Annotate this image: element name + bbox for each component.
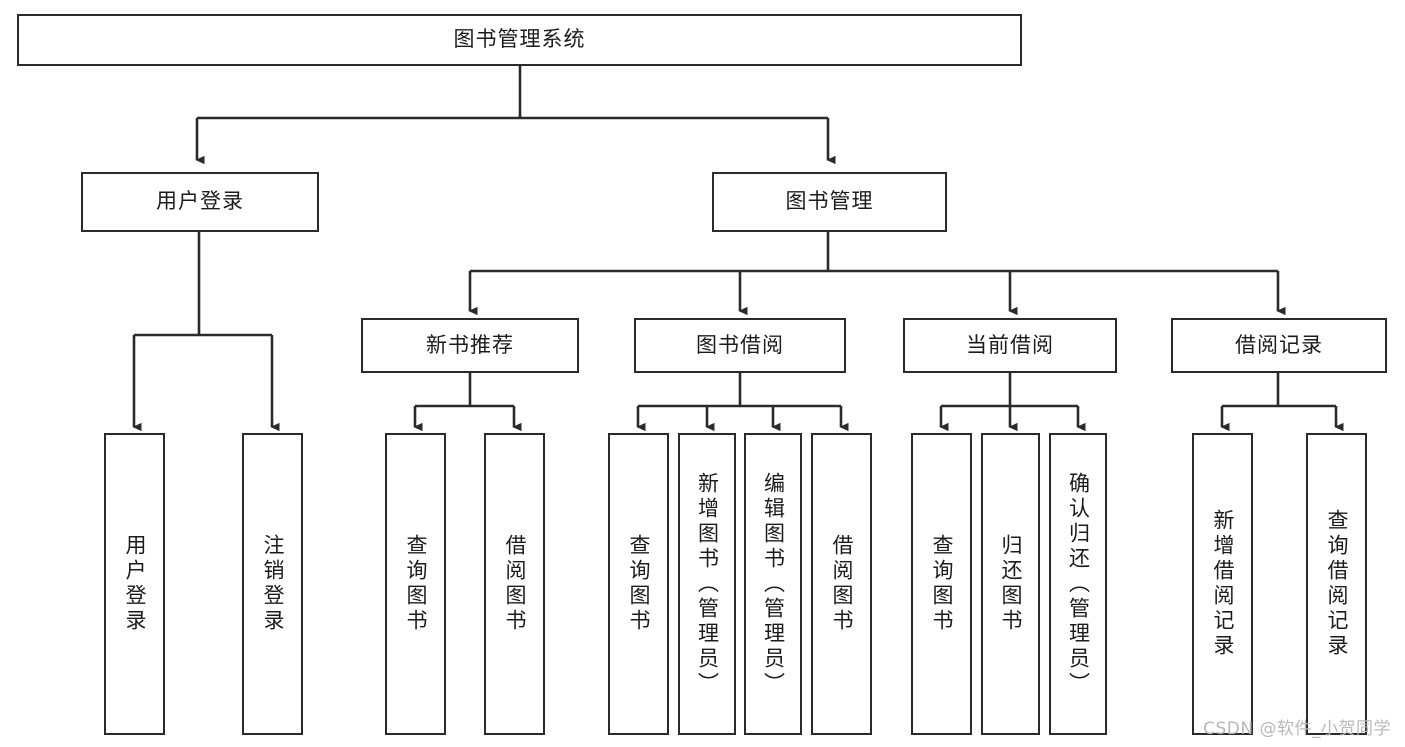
leaf-borrow-edit-book-admin[interactable]: 编辑图书（管理员）: [744, 433, 802, 735]
node-label: 图书管理: [785, 189, 874, 214]
node-label: 新增图书（管理员）: [695, 471, 720, 697]
leaf-record-query-record[interactable]: 查询借阅记录: [1306, 433, 1367, 735]
node-label: 查询借阅记录: [1325, 509, 1349, 659]
node-label: 查询图书: [404, 534, 428, 634]
node-label: 新增借阅记录: [1211, 509, 1235, 659]
leaf-current-confirm-return-admin[interactable]: 确认归还（管理员）: [1049, 433, 1107, 735]
node-label: 图书借阅: [696, 332, 784, 357]
node-label: 用户登录: [156, 189, 244, 214]
node-current-borrow[interactable]: 当前借阅: [903, 318, 1117, 373]
node-user-login[interactable]: 用户登录: [81, 172, 319, 232]
node-root-system[interactable]: 图书管理系统: [17, 14, 1022, 66]
leaf-borrow-query-book[interactable]: 查询图书: [608, 433, 669, 735]
node-borrow-record[interactable]: 借阅记录: [1171, 318, 1387, 373]
node-label: 借阅图书: [830, 534, 854, 634]
node-label: 查询图书: [627, 534, 651, 634]
node-label: 查询图书: [930, 534, 954, 634]
leaf-user-login[interactable]: 用户登录: [104, 433, 165, 735]
leaf-current-return-book[interactable]: 归还图书: [981, 433, 1040, 735]
node-label: 借阅图书: [503, 534, 527, 634]
node-label: 图书管理系统: [453, 27, 586, 52]
node-label: 归还图书: [999, 534, 1023, 634]
leaf-borrow-borrow-book[interactable]: 借阅图书: [811, 433, 872, 735]
node-book-borrow[interactable]: 图书借阅: [634, 318, 846, 373]
node-label: 注销登录: [261, 534, 285, 634]
leaf-borrow-add-book-admin[interactable]: 新增图书（管理员）: [678, 433, 736, 735]
node-label: 借阅记录: [1235, 332, 1323, 357]
node-label: 新书推荐: [426, 332, 514, 357]
leaf-current-query-book[interactable]: 查询图书: [911, 433, 972, 735]
leaf-recommend-borrow-book[interactable]: 借阅图书: [484, 433, 545, 735]
leaf-user-logout[interactable]: 注销登录: [242, 433, 303, 735]
node-new-book-recommend[interactable]: 新书推荐: [361, 318, 579, 373]
leaf-recommend-query-book[interactable]: 查询图书: [385, 433, 446, 735]
leaf-record-add-record[interactable]: 新增借阅记录: [1192, 433, 1253, 735]
node-label: 用户登录: [123, 534, 147, 634]
node-label: 确认归还（管理员）: [1066, 471, 1091, 697]
node-label: 当前借阅: [966, 332, 1054, 357]
node-label: 编辑图书（管理员）: [761, 471, 786, 697]
node-book-management[interactable]: 图书管理: [712, 172, 947, 232]
